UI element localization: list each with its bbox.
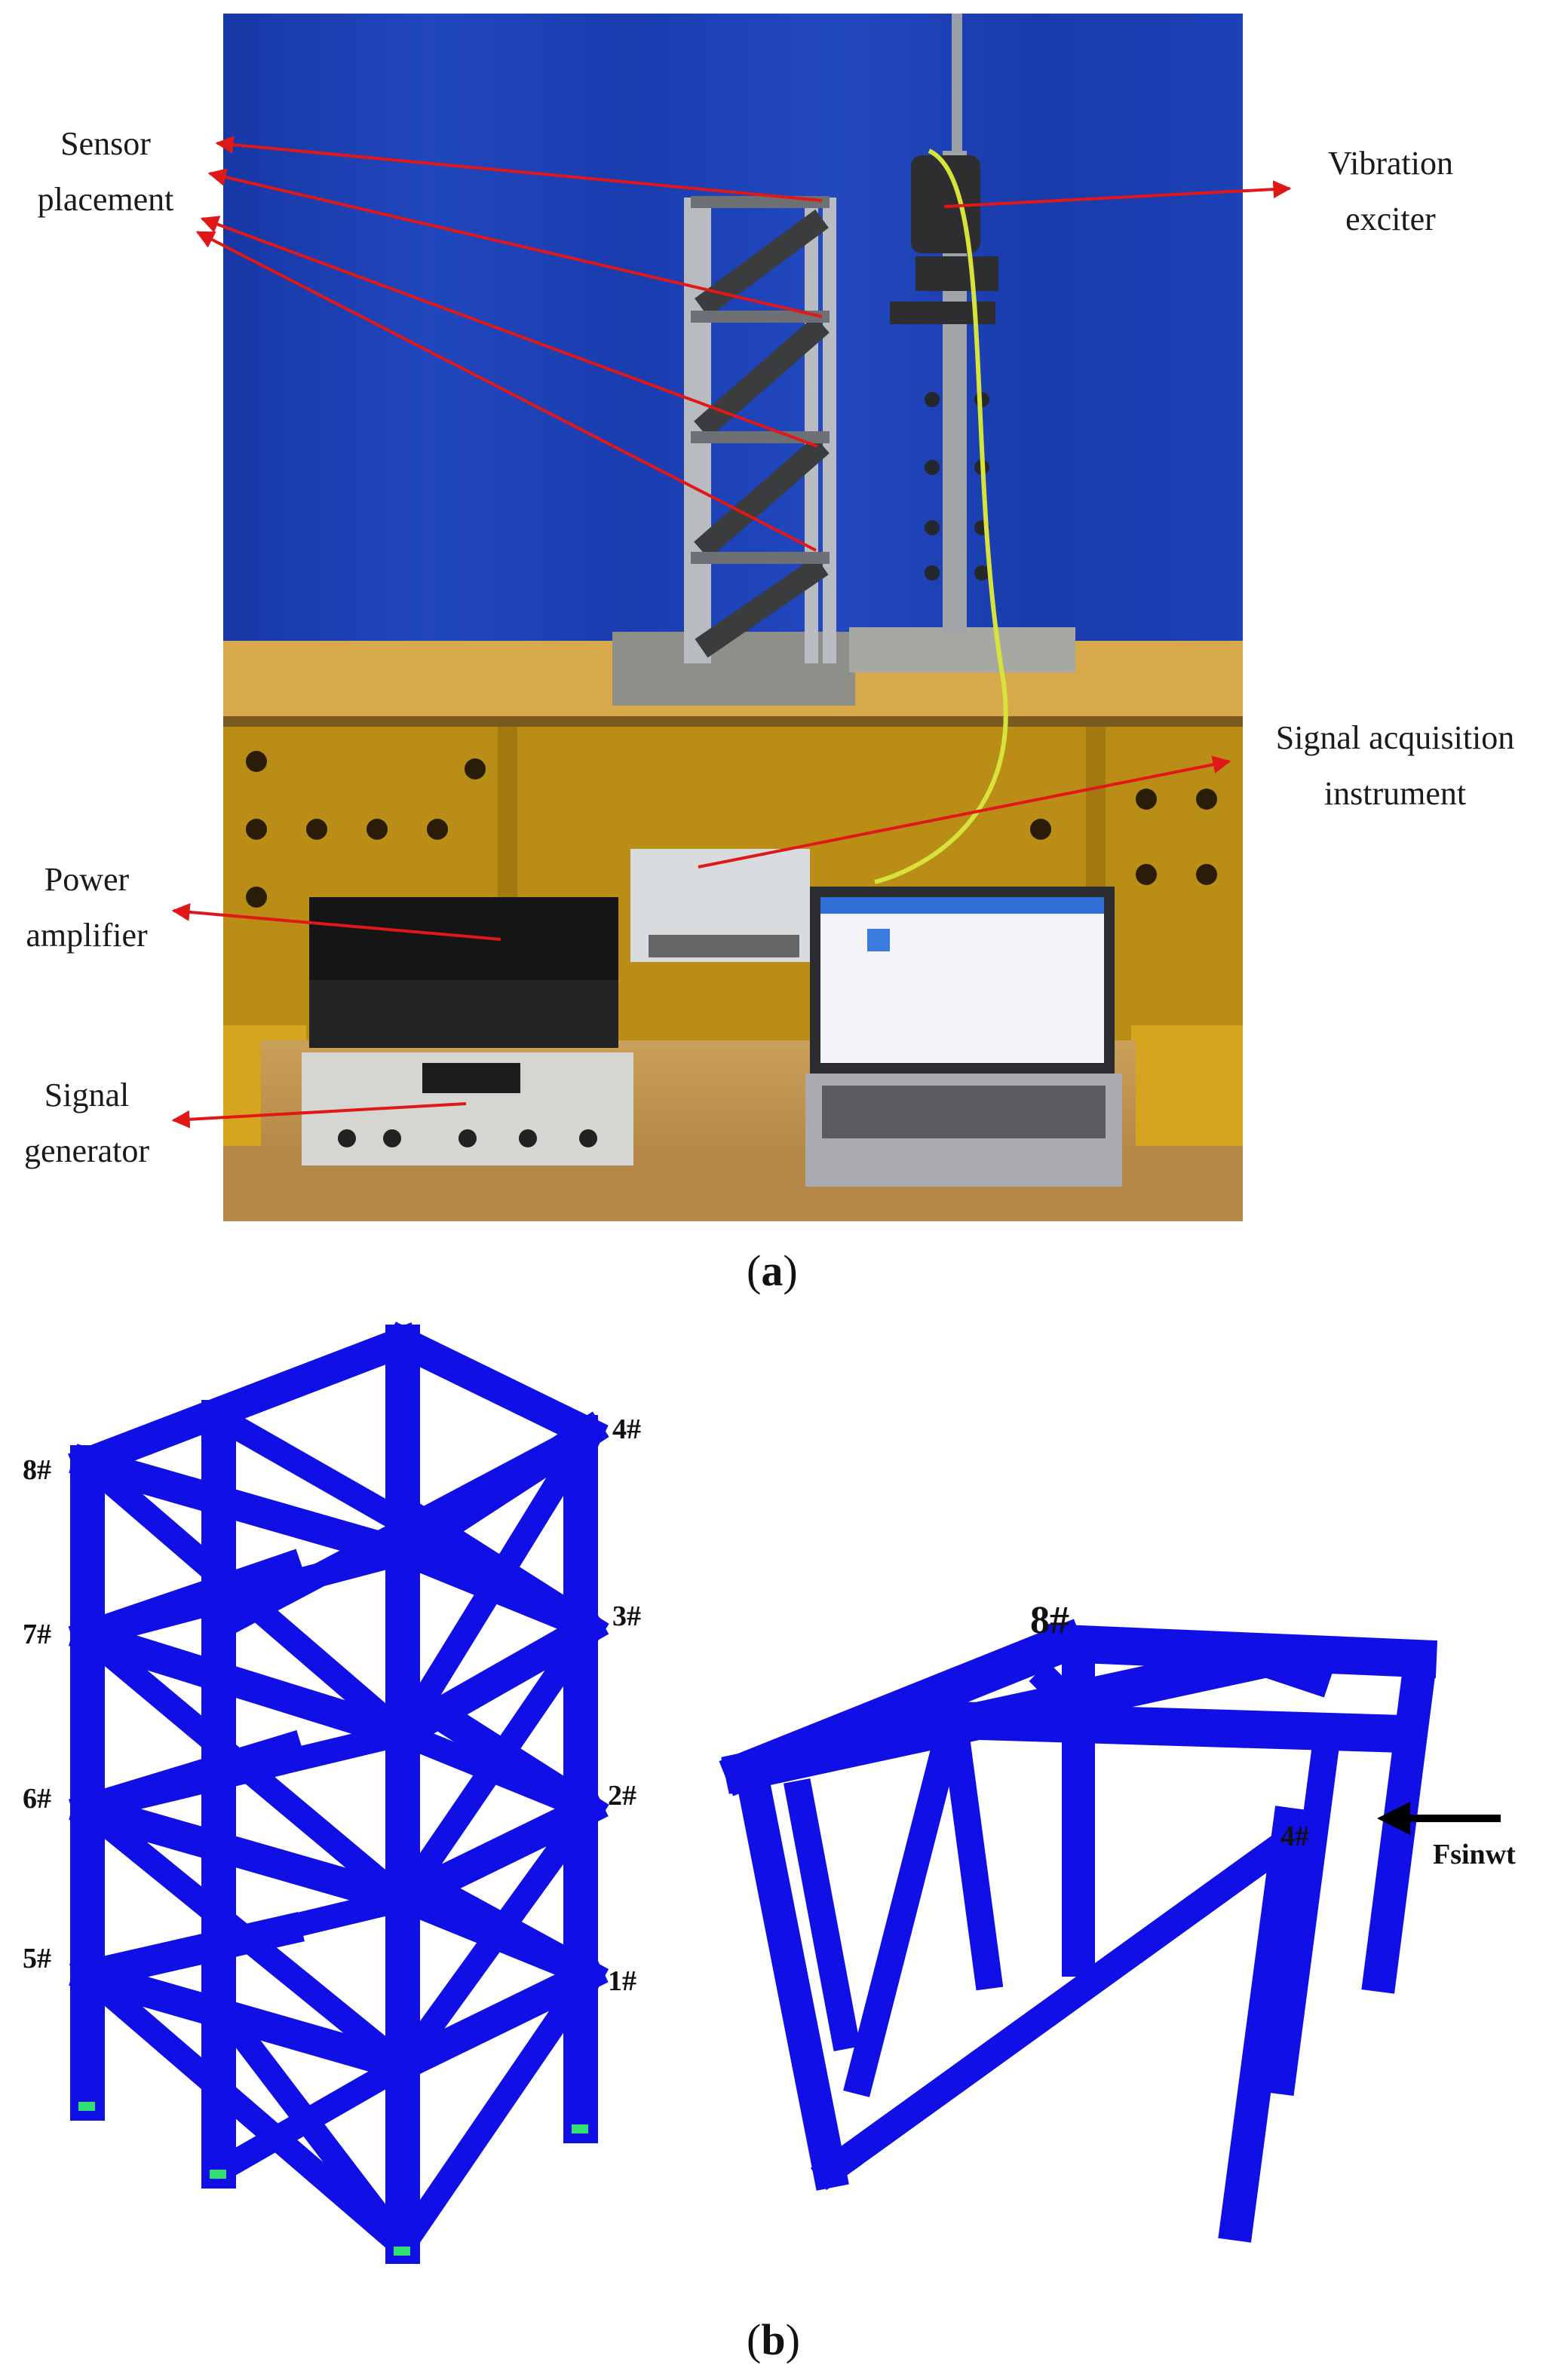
caption-b: (b) — [747, 2314, 800, 2365]
label-amp-line1: Power — [44, 861, 130, 898]
node-label-2: 2# — [608, 1780, 636, 1812]
label-signal-generator: Signal generator — [8, 1067, 166, 1179]
node-label-4: 4# — [612, 1414, 641, 1445]
caption-a: (a) — [747, 1245, 798, 1296]
label-power-amplifier: Power amplifier — [8, 852, 166, 963]
label-sensor-line2: placement — [37, 181, 174, 218]
label-signal-acquisition: Signal acquisition instrument — [1237, 710, 1553, 822]
table-node-label-8: 8# — [1030, 1599, 1069, 1642]
caption-b-open: ( — [747, 2315, 762, 2364]
label-sensor-line1: Sensor — [60, 125, 151, 162]
node-label-1: 1# — [608, 1965, 636, 1997]
caption-a-letter: a — [761, 1246, 784, 1295]
node-label-6: 6# — [23, 1783, 51, 1815]
node-label-5: 5# — [23, 1943, 51, 1974]
caption-b-close: ) — [785, 2315, 800, 2364]
label-amp-line2: amplifier — [26, 917, 148, 954]
node-label-3: 3# — [612, 1600, 641, 1632]
label-vibration-exciter: Vibration exciter — [1293, 136, 1489, 247]
table-node-label-4: 4# — [1280, 1821, 1309, 1852]
label-acq-line1: Signal acquisition — [1275, 719, 1515, 756]
caption-a-close: ) — [783, 1246, 798, 1295]
label-exciter-line1: Vibration — [1328, 145, 1453, 182]
label-sensor-placement: Sensor placement — [8, 116, 204, 228]
node-label-8: 8# — [23, 1454, 51, 1486]
label-acq-line2: instrument — [1323, 775, 1467, 812]
label-gen-line1: Signal — [44, 1077, 130, 1113]
node-label-7: 7# — [23, 1619, 51, 1650]
label-exciter-line2: exciter — [1345, 201, 1436, 237]
caption-a-open: ( — [747, 1246, 762, 1295]
force-label: Fsinwt — [1433, 1839, 1516, 1870]
caption-b-letter: b — [761, 2315, 786, 2364]
label-gen-line2: generator — [23, 1132, 150, 1169]
